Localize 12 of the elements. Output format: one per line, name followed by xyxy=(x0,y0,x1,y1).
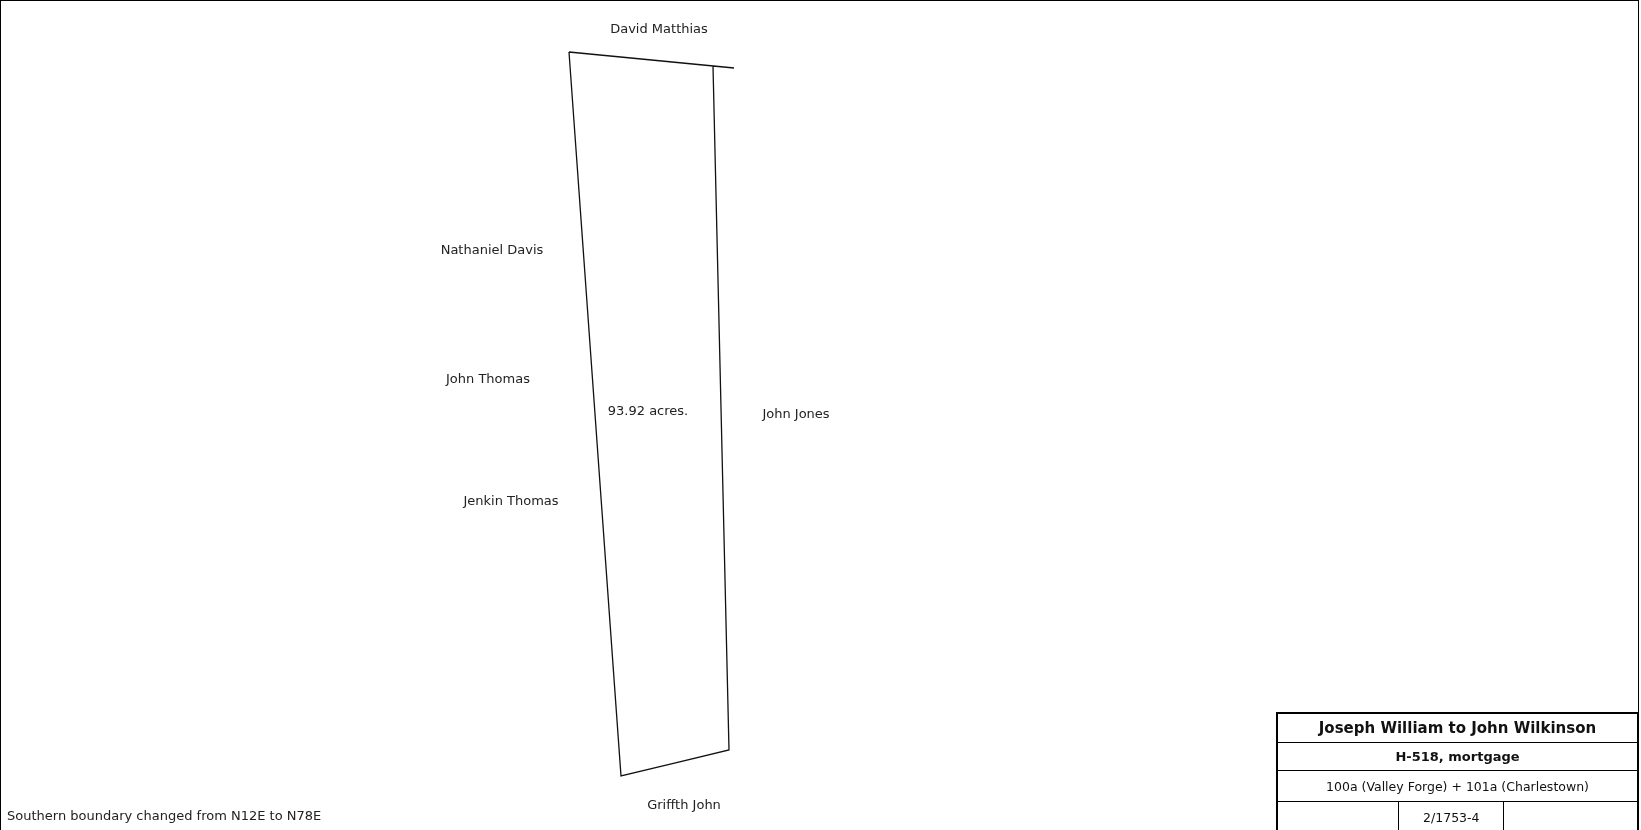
date: 2/1753-4 xyxy=(1398,802,1504,830)
neighbor-name: Griffth John xyxy=(647,796,721,812)
neighbor-name: David Matthias xyxy=(610,20,708,36)
deed-reference: H-518, mortgage xyxy=(1394,748,1521,766)
note: Southern boundary changed from N12E to N78E xyxy=(7,807,322,823)
tract-numbers: 100a (Valley Forge) + 101a (Charlestown) xyxy=(1325,777,1590,796)
title: Joseph William to John Wilkinson xyxy=(1317,718,1598,739)
area-label: 93.92 acres. xyxy=(607,402,689,418)
neighbor-name: Jenkin Thomas xyxy=(463,492,559,508)
neighbor-name: John Thomas xyxy=(446,370,530,386)
neighbor-name: John Jones xyxy=(762,405,830,421)
neighbor-name: Nathaniel Davis xyxy=(440,241,544,257)
